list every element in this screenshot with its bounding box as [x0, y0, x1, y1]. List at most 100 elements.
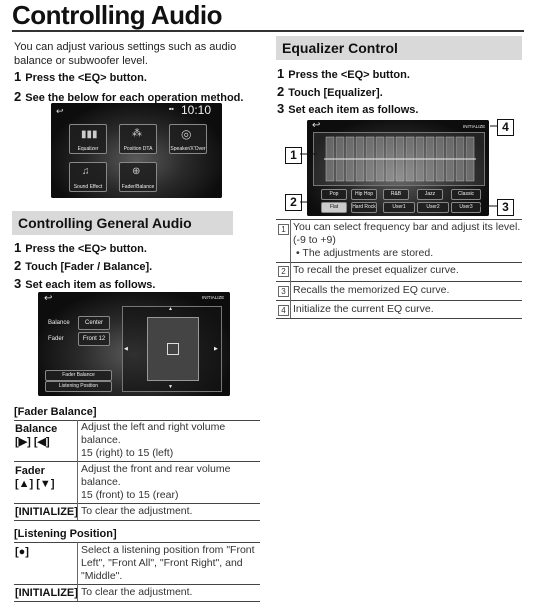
step-number: 2: [277, 84, 285, 99]
equalizer-tile[interactable]: ▮▮▮ Equalizer: [69, 124, 107, 154]
note-3-line-1: Recalls the memorized EQ curve.: [293, 284, 450, 296]
fader-value: Front 12: [78, 332, 110, 346]
audio-menu-screen: ↩ ■■ 10:10 ▮▮▮ Equalizer ⁂ Position DTA …: [51, 103, 222, 198]
preset-flat[interactable]: Flat: [321, 202, 347, 213]
page-title: Controlling Audio: [12, 0, 223, 30]
status-icon: ■■: [169, 106, 174, 111]
table-rule: [14, 461, 260, 462]
back-icon[interactable]: ↩: [312, 120, 321, 131]
balance-key: Balance: [15, 423, 58, 435]
preset-jazz[interactable]: Jazz: [417, 189, 443, 200]
fader-balance-table-heading: [Fader Balance]: [14, 406, 97, 418]
preset-hard-rock[interactable]: Hard Rock: [351, 202, 377, 213]
note-number-2: 2: [278, 266, 289, 277]
note-1-line-2: (-9 to +9): [293, 234, 336, 246]
notes-rule: [276, 219, 522, 220]
speaker-xover-tile[interactable]: ◎ Speaker/X'Over: [169, 124, 207, 154]
preset-hip-hop[interactable]: Hip Hop: [351, 189, 377, 200]
tab-listening-position[interactable]: Listening Position: [45, 381, 112, 392]
clock: 10:10: [181, 103, 212, 117]
listening-initialize-key: [INITIALIZE]: [15, 587, 78, 599]
equalizer-screen: ↩ INITIALIZE Pop Hip Hop R&B Jazz Classi…: [307, 120, 489, 216]
back-icon[interactable]: ↩: [44, 293, 53, 304]
step-number: 2: [14, 258, 22, 273]
tab-fader-balance[interactable]: Fader Balance: [45, 370, 112, 381]
step-text: Press the <EQ> button.: [288, 69, 410, 81]
step-text: Press the <EQ> button.: [25, 243, 147, 255]
sound-effect-icon: ♫: [82, 166, 90, 177]
tile-label: Sound Effect: [73, 184, 103, 190]
preset-pop[interactable]: Pop: [321, 189, 347, 200]
step-number: 1: [14, 69, 22, 84]
sound-effect-tile[interactable]: ♫ Sound Effect: [69, 162, 107, 192]
notes-rule: [276, 300, 522, 301]
speaker-icon: ◎: [181, 127, 192, 141]
notes-rule: [276, 262, 522, 263]
position-marker: [167, 343, 179, 355]
preset-rnb[interactable]: R&B: [383, 189, 409, 200]
up-arrow-icon[interactable]: ▲: [168, 306, 173, 312]
step-text: Touch [Equalizer].: [288, 87, 383, 99]
tile-label: Position DTA: [123, 146, 153, 152]
back-icon[interactable]: ↩: [56, 106, 64, 116]
callout-3: 3: [497, 199, 514, 216]
callout-4: 4: [497, 119, 514, 136]
initialize-key: [INITIALIZE]: [15, 506, 78, 518]
user1-button[interactable]: User1: [383, 202, 415, 213]
listening-table-heading: [Listening Position]: [14, 528, 117, 540]
notes-column-divider: [290, 219, 291, 318]
down-arrow-icon[interactable]: ▼: [168, 384, 173, 390]
fader-arrow-keys: [▲] [▼]: [15, 478, 55, 490]
balance-range: 15 (right) to 15 (left): [81, 447, 174, 459]
listening-desc-3: "Middle".: [81, 570, 123, 582]
tile-label: Fader/Balance: [121, 184, 155, 190]
left-arrow-icon[interactable]: ◀: [124, 346, 128, 352]
step-text: See the below for each operation method.: [25, 92, 244, 104]
balance-arrow-keys: [▶] [◀]: [15, 436, 50, 448]
seat-icon: ⁂: [132, 128, 142, 139]
step-text: Touch [Fader / Balance].: [25, 261, 153, 273]
table-rule: [14, 542, 260, 543]
callout-1: 1: [285, 147, 302, 164]
fader-balance-screen: ↩ INITIALIZE Balance Center Fader Front …: [38, 292, 230, 396]
fader-icon: ⊕: [132, 166, 141, 177]
car-seat-grid[interactable]: [122, 306, 222, 392]
listening-desc-2: Left", "Front All", "Front Right", and: [81, 557, 243, 569]
listening-dot-key: [●]: [15, 546, 29, 558]
fader-label: Fader: [48, 336, 64, 342]
general-audio-heading: Controlling General Audio: [12, 211, 233, 235]
position-dta-tile[interactable]: ⁂ Position DTA: [119, 124, 157, 154]
fader-range: 15 (front) to 15 (rear): [81, 489, 179, 501]
frequency-bars[interactable]: [314, 133, 484, 185]
table-rule: [14, 584, 260, 585]
eq-initialize-button[interactable]: INITIALIZE: [463, 124, 486, 129]
right-arrow-icon[interactable]: ▶: [214, 346, 218, 352]
note-1-line-3: • The adjustments are stored.: [296, 247, 434, 259]
note-number-3: 3: [278, 286, 289, 297]
user2-button[interactable]: User2: [417, 202, 449, 213]
fader-balance-tile[interactable]: ⊕ Fader/Balance: [119, 162, 157, 192]
step-number: 2: [14, 89, 22, 104]
user3-button[interactable]: User3: [451, 202, 481, 213]
note-number-1: 1: [278, 224, 289, 235]
table-column-divider: [77, 542, 78, 601]
fader-desc-1: Adjust the front and rear volume: [81, 463, 231, 475]
title-rule: [12, 30, 524, 32]
frequency-bar-area[interactable]: [313, 132, 485, 186]
fader-desc-2: balance.: [81, 476, 121, 488]
balance-label: Balance: [48, 320, 70, 326]
note-1-line-1: You can select frequency bar and adjust …: [293, 221, 521, 233]
preset-classic[interactable]: Classic: [451, 189, 481, 200]
balance-value: Center: [78, 316, 110, 330]
initialize-button[interactable]: INITIALIZE: [202, 295, 225, 300]
balance-desc-1: Adjust the left and right volume: [81, 421, 226, 433]
note-2-line-1: To recall the preset equalizer curve.: [293, 264, 459, 276]
note-number-4: 4: [278, 305, 289, 316]
